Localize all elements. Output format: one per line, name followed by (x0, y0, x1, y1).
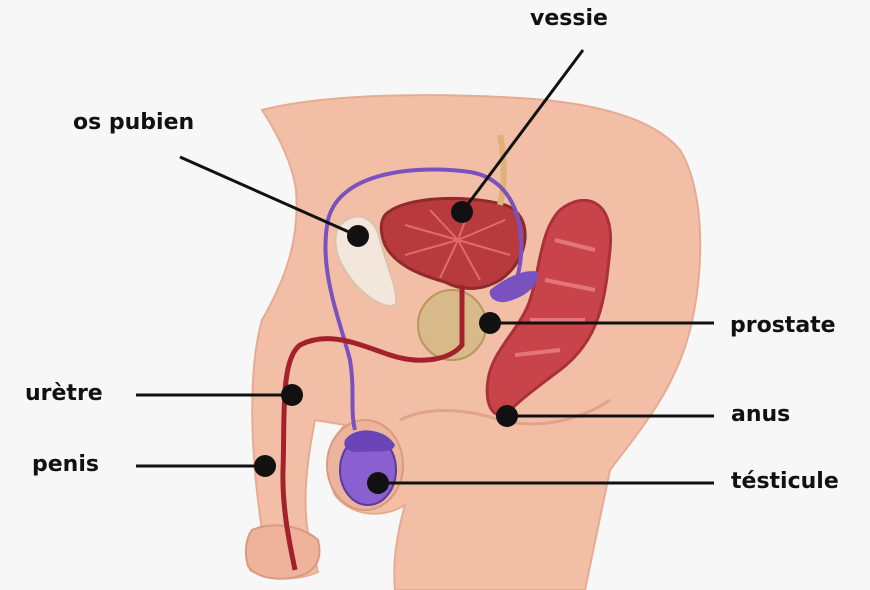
glans-shape (246, 525, 320, 578)
label-os-pubien: os pubien (73, 112, 194, 134)
label-anus: anus (731, 404, 790, 426)
label-penis: penis (32, 454, 99, 476)
prostate-shape (418, 290, 486, 360)
label-prostate: prostate (730, 315, 836, 337)
label-uretre: urètre (25, 383, 103, 405)
label-vessie: vessie (530, 8, 608, 30)
label-testicule: tésticule (731, 471, 839, 493)
